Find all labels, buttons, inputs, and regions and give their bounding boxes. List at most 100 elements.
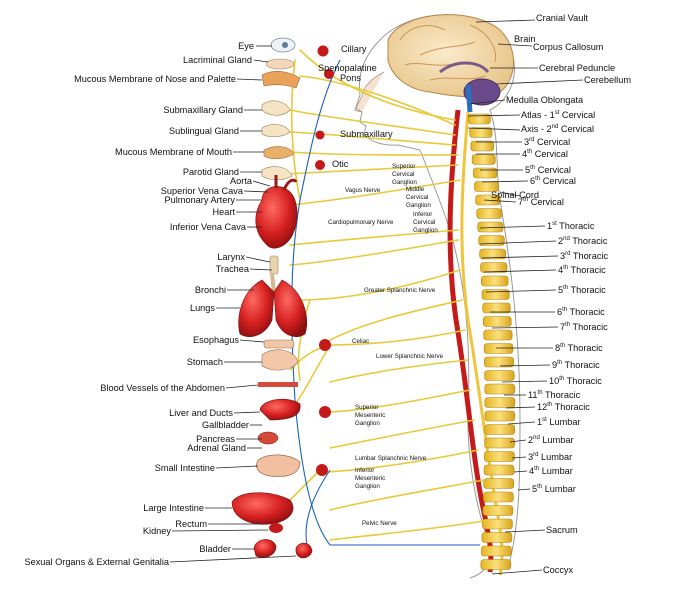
label-pons: Pons	[340, 73, 361, 83]
label-vertebra-12: 7th Thoracic	[560, 322, 608, 332]
label-inferior-cervical-3: Ganglion	[413, 227, 438, 234]
label-sup-mesenteric-3: Ganglion	[355, 420, 380, 427]
ciliary-ganglion	[317, 45, 329, 57]
vertebra-leader-lines	[476, 141, 559, 491]
label-rectum: Rectum	[175, 519, 207, 529]
ganglia-labels: Cillary Spenopalatine Pons Submaxillary …	[318, 44, 393, 169]
organ-labels: Eye Lacriminal Gland Mucous Membrane of …	[24, 41, 254, 567]
vertebra-block	[484, 397, 516, 408]
leader-vertebra-22	[517, 488, 531, 491]
leader-vertebra-20	[511, 456, 527, 459]
vertebra-block	[483, 478, 515, 489]
label-adrenal-gland: Adrenal Gland	[187, 443, 246, 453]
label-liver-ducts: Liver and Ducts	[169, 408, 233, 418]
head-labels: Cranial Vault Brain Corpus Callosum Cere…	[506, 13, 631, 105]
label-vertebra-4: 6th Cervical	[530, 176, 576, 186]
esophagus-shape	[263, 339, 295, 349]
label-pancreas: Pancreas	[196, 434, 235, 444]
vertebra-block	[476, 208, 502, 219]
label-spinal-cord: Spinal Cord	[491, 190, 539, 200]
liver-shape	[259, 398, 301, 421]
label-pelvic-nerve: Pelvic Nerve	[362, 520, 397, 527]
spine	[447, 109, 516, 576]
vertebra-block	[482, 302, 511, 314]
leader-vertebra-14	[499, 364, 551, 367]
label-heart: Heart	[213, 207, 236, 217]
submaxillary-ganglion	[315, 130, 325, 140]
label-lacrimal-gland: Lacriminal Gland	[183, 55, 252, 65]
label-aorta: Aorta	[230, 176, 253, 186]
vertebra-block	[482, 316, 512, 327]
label-submaxillary: Submaxillary	[340, 129, 393, 139]
label-greater-splanchnic: Greater Splanchnic Nerve	[364, 287, 436, 294]
vertebra-block	[482, 505, 514, 516]
label-coccyx: Coccyx	[543, 565, 574, 575]
pancreas-shape	[257, 431, 279, 445]
label-sup-mesenteric-1: Superior	[355, 404, 378, 411]
leader-vertebra-21	[513, 470, 528, 473]
stomach-shape	[261, 349, 299, 371]
label-vertebra-2: 4th Cervical	[522, 149, 568, 159]
label-mucous-nose: Mucous Membrane of Nose and Palette	[74, 74, 236, 84]
cerebellum-shape	[463, 78, 501, 106]
vertebra-block	[481, 545, 512, 557]
label-vertebra-7: 2nd Thoracic	[558, 236, 608, 246]
label-superior-cervical-2: Cervical	[392, 171, 414, 178]
sublingual-gland-shape	[261, 124, 291, 138]
right-lung-shape	[273, 279, 308, 337]
larynx-shape	[269, 255, 279, 275]
vertebra-block	[468, 113, 491, 125]
vertebra-block	[474, 181, 499, 192]
vertebra-block	[484, 437, 515, 449]
label-brain: Brain	[514, 34, 535, 44]
vertebra-block	[484, 424, 516, 435]
label-inf-mesenteric-2: Mesenteric	[355, 475, 385, 482]
vertebra-block	[481, 275, 509, 287]
label-vertebra-10: 5th Thoracic	[558, 285, 606, 295]
lacrimal-gland-shape	[265, 58, 295, 70]
inferior-mesenteric-ganglion	[316, 464, 328, 476]
label-vagus-nerve: Vagus Nerve	[345, 187, 381, 194]
nose-membrane-shape	[261, 70, 301, 89]
vertebra-block	[473, 167, 498, 179]
label-ciliary: Cillary	[341, 44, 367, 54]
label-sexual-organs: Sexual Organs & External Genitalia	[24, 557, 169, 567]
vertebra-block	[470, 140, 494, 152]
label-larynx: Larynx	[217, 252, 245, 262]
label-inferior-cervical-1: Inferior	[413, 211, 432, 218]
label-lungs: Lungs	[190, 303, 215, 313]
heart-shape	[255, 186, 298, 249]
label-kidney: Kidney	[143, 526, 171, 536]
label-gallbladder: Gallbladder	[202, 420, 249, 430]
leader-vertebra-15	[501, 380, 548, 383]
label-sacrum: Sacrum	[546, 525, 578, 535]
label-vertebra-11: 6th Thoracic	[557, 307, 605, 317]
label-trachea: Trachea	[216, 264, 250, 274]
label-vertebra-21: 4th Lumbar	[529, 466, 573, 476]
organs	[231, 37, 313, 559]
leader-vertebra-6	[479, 225, 546, 229]
vertebra-block	[480, 262, 508, 273]
small-intestine-shape	[256, 454, 301, 477]
label-vertebra-9: 4th Thoracic	[558, 265, 606, 275]
sphenopalatine-ganglion	[324, 69, 334, 79]
vertebra-block	[479, 248, 506, 260]
otic-ganglion	[315, 160, 325, 170]
label-sphenopalatine: Spenopalatine	[318, 63, 377, 73]
label-parotid-gland: Parotid Gland	[183, 167, 239, 177]
label-eye: Eye	[238, 41, 254, 51]
label-vertebra-19: 2nd Lumbar	[528, 435, 574, 445]
vertebra-block	[484, 356, 514, 368]
kidney-shape	[269, 523, 283, 533]
nerve-labels: Vagus Nerve Superior Cervical Ganglion M…	[328, 163, 444, 527]
label-vertebra-18: 1st Lumbar	[537, 417, 581, 427]
vertebra-block	[471, 154, 496, 165]
abdominal-vessels-shape	[258, 382, 298, 387]
label-sublingual-gland: Sublingual Gland	[169, 126, 239, 136]
label-vertebra-3: 5th Cervical	[525, 165, 571, 175]
label-vertebra-8: 3rd Thoracic	[560, 251, 608, 261]
leader-vertebra-10	[485, 289, 557, 293]
label-small-intestine: Small Intestine	[155, 463, 215, 473]
leader-vertebra-8	[481, 255, 559, 259]
